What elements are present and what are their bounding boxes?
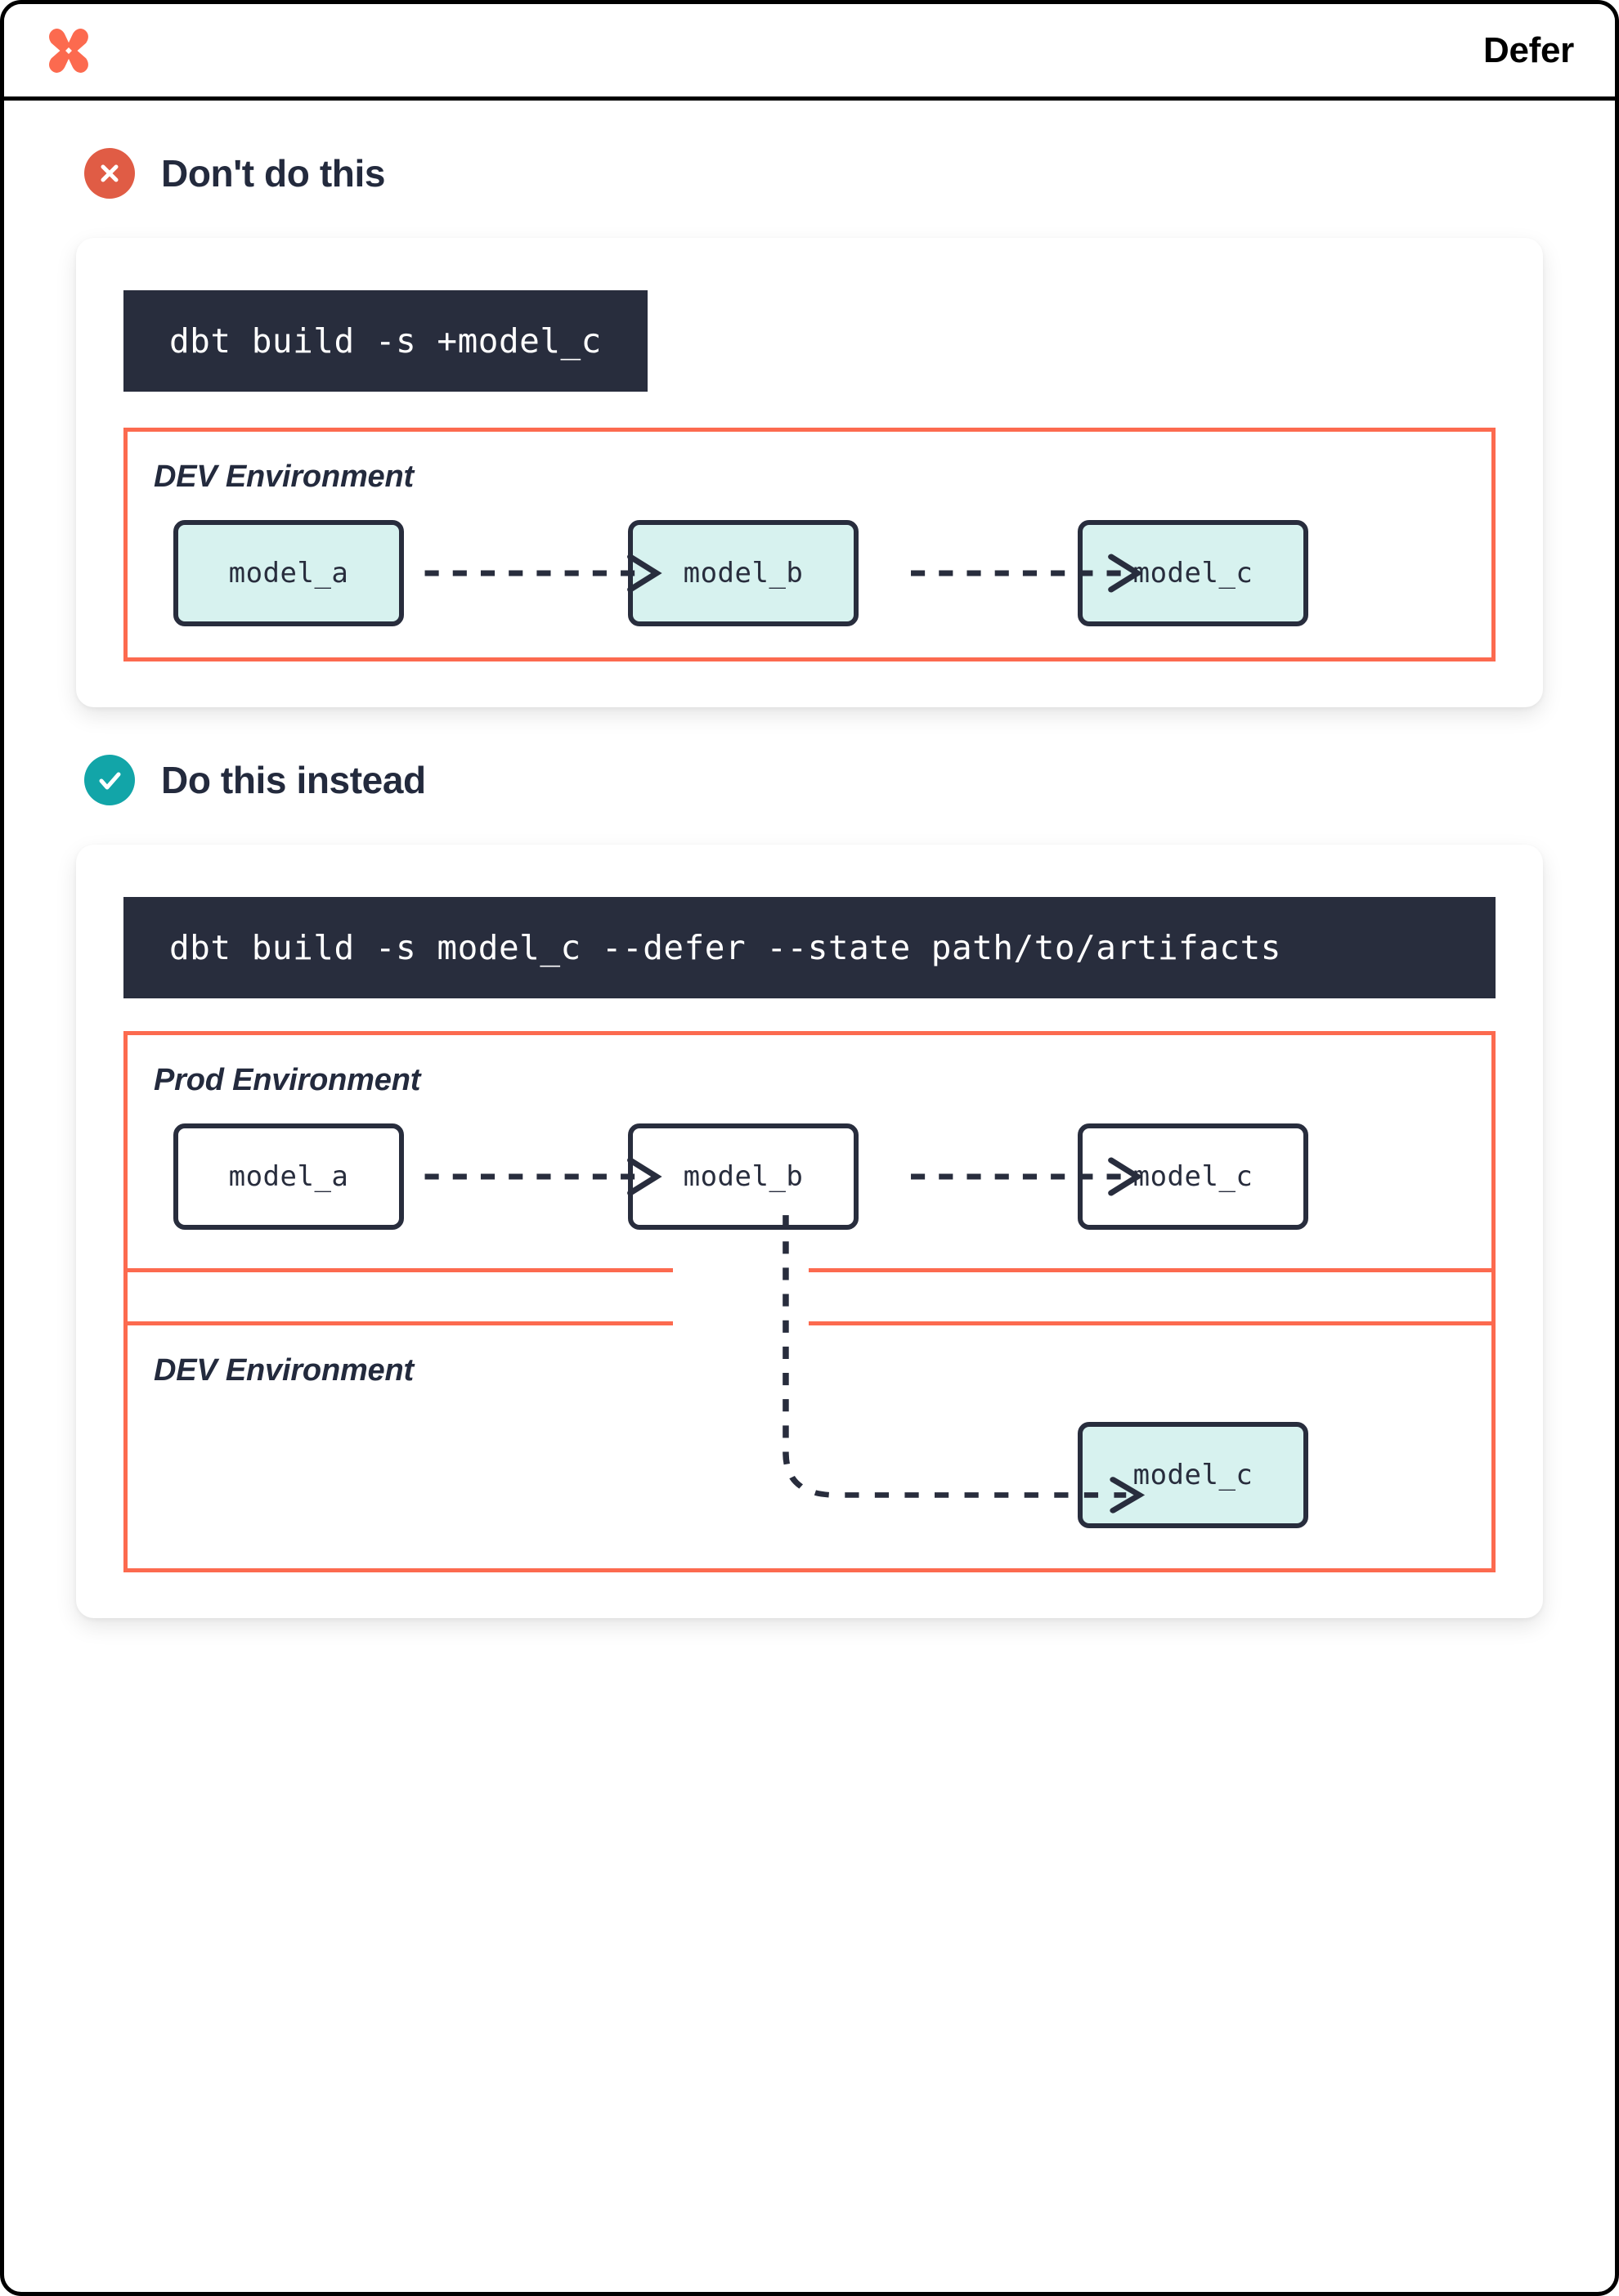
env-border-gap bbox=[123, 1268, 1496, 1325]
model-node-prod-c[interactable]: model_c bbox=[1078, 1123, 1308, 1230]
env-gap-right-edge bbox=[1491, 1268, 1496, 1325]
model-node-c[interactable]: model_c bbox=[1078, 520, 1308, 626]
section-dont-do-this: Don't do this dbt build -s +model_c DEV … bbox=[4, 101, 1615, 707]
card-do-this-instead: dbt build -s model_c --defer --state pat… bbox=[76, 845, 1543, 1618]
model-node-prod-b[interactable]: model_b bbox=[628, 1123, 859, 1230]
model-row-prod: model_a model_b model_c bbox=[128, 1123, 1491, 1230]
section-title-good: Do this instead bbox=[161, 759, 426, 801]
card-dont-do-this: dbt build -s +model_c DEV Environment mo… bbox=[76, 238, 1543, 707]
section-heading-good: Do this instead bbox=[4, 707, 1615, 805]
prod-bottom-border-right bbox=[809, 1268, 1496, 1272]
page-title: Defer bbox=[1483, 29, 1574, 70]
model-node-dev-c[interactable]: model_c bbox=[1078, 1422, 1308, 1528]
prod-bottom-border-left bbox=[123, 1268, 673, 1272]
env-label-dev-1: DEV Environment bbox=[154, 460, 414, 494]
model-node-a[interactable]: model_a bbox=[173, 520, 404, 626]
env-label-prod: Prod Environment bbox=[154, 1063, 421, 1097]
terminal-command-bad: dbt build -s +model_c bbox=[123, 290, 648, 392]
dbt-x-logo-icon bbox=[42, 22, 96, 79]
section-do-this-instead: Do this instead dbt build -s model_c --d… bbox=[4, 707, 1615, 1618]
x-circle-icon bbox=[84, 148, 135, 199]
section-title-bad: Don't do this bbox=[161, 152, 386, 195]
model-node-prod-a[interactable]: model_a bbox=[173, 1123, 404, 1230]
env-box-dev-2: DEV Environment model_c bbox=[123, 1325, 1496, 1572]
env-box-prod: Prod Environment model_a model_b model_c bbox=[123, 1031, 1496, 1268]
page-body: Don't do this dbt build -s +model_c DEV … bbox=[4, 101, 1615, 1651]
model-row-dev-1: model_a model_b model_c bbox=[128, 520, 1491, 626]
model-row-dev-2: model_c bbox=[128, 1422, 1491, 1528]
terminal-command-good: dbt build -s model_c --defer --state pat… bbox=[123, 897, 1496, 998]
check-circle-icon bbox=[84, 755, 135, 805]
page-header: Defer bbox=[4, 4, 1615, 101]
dev-top-border-right bbox=[809, 1321, 1496, 1325]
env-stack: Prod Environment model_a model_b model_c bbox=[123, 1031, 1496, 1572]
dev-top-border-left bbox=[123, 1321, 673, 1325]
env-label-dev-2: DEV Environment bbox=[154, 1353, 414, 1388]
env-box-dev-1: DEV Environment model_a model_b model_c bbox=[123, 428, 1496, 661]
model-node-b[interactable]: model_b bbox=[628, 520, 859, 626]
env-gap-left-edge bbox=[123, 1268, 128, 1325]
section-heading-bad: Don't do this bbox=[4, 101, 1615, 199]
